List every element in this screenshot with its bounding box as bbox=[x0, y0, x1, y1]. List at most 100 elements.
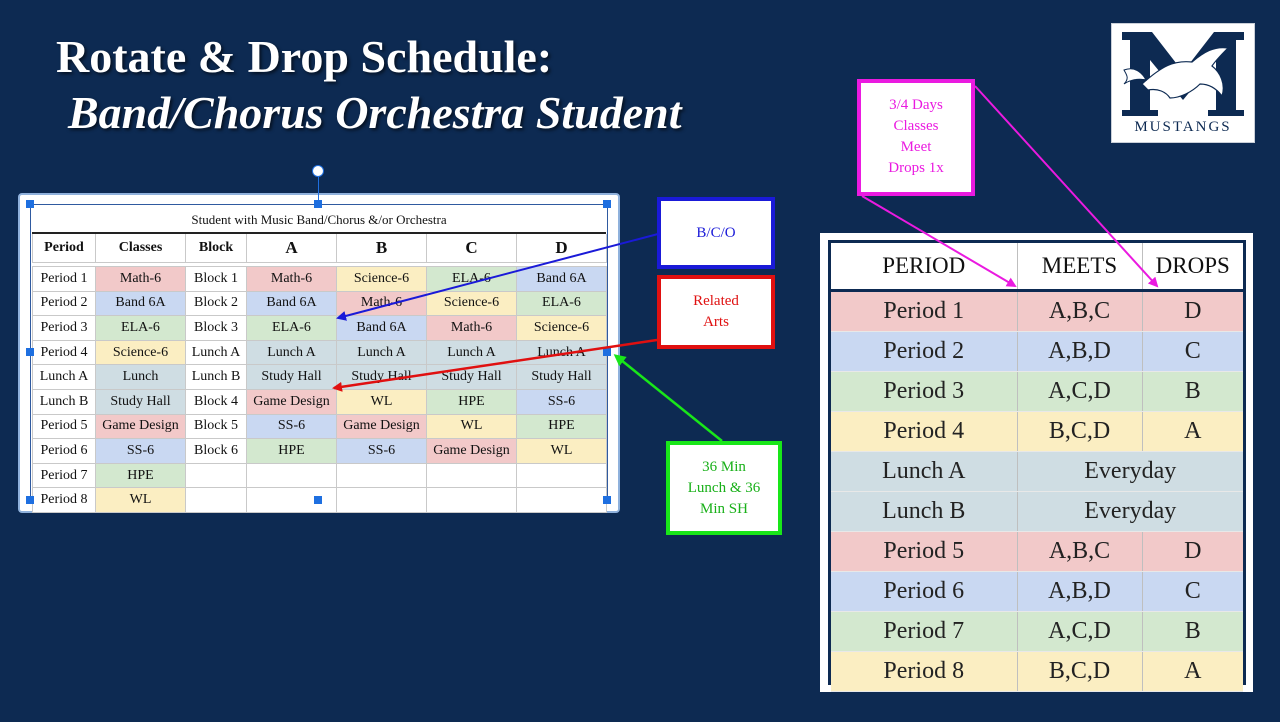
callout-lunch-line: Min SH bbox=[700, 501, 748, 517]
summary-drops: D bbox=[1142, 531, 1243, 572]
schedule-cell: ELA-6 bbox=[95, 315, 186, 341]
summary-meets: A,B,D bbox=[1017, 571, 1143, 612]
schedule-cell: Lunch A bbox=[246, 339, 337, 366]
schedule-cell: Science-6 bbox=[426, 290, 517, 317]
schedule-cell: Study Hall bbox=[95, 388, 186, 415]
summary-drops: C bbox=[1142, 331, 1243, 372]
schedule-cell: HPE bbox=[426, 388, 517, 415]
resize-handle-bottom[interactable] bbox=[314, 496, 322, 504]
schedule-cell: Study Hall bbox=[336, 364, 427, 390]
header-block: Block bbox=[185, 234, 247, 263]
callout-lunch-study-hall[interactable]: 36 Min Lunch & 36 Min SH bbox=[666, 441, 782, 535]
summary-period: Period 5 bbox=[831, 531, 1018, 572]
schedule-cell: Band 6A bbox=[246, 290, 337, 317]
schedule-cell: Block 4 bbox=[185, 388, 247, 415]
resize-handle-bottom-right[interactable] bbox=[603, 496, 611, 504]
schedule-cell: Game Design bbox=[336, 413, 427, 440]
schedule-cell: Block 2 bbox=[185, 290, 247, 317]
schedule-cell: Period 5 bbox=[32, 413, 96, 440]
callout-lunch-line: Lunch & 36 bbox=[687, 480, 761, 496]
mustangs-logo: MUSTANGS bbox=[1111, 23, 1255, 143]
schedule-cell: SS-6 bbox=[516, 388, 607, 415]
schedule-cell: Band 6A bbox=[516, 266, 607, 292]
callout-days-line: Classes bbox=[893, 118, 939, 134]
schedule-cell: Block 6 bbox=[185, 438, 247, 464]
summary-drops: C bbox=[1142, 571, 1243, 612]
schedule-cell: Band 6A bbox=[95, 290, 186, 317]
schedule-cell: Science-6 bbox=[95, 339, 186, 366]
schedule-cell bbox=[246, 487, 337, 513]
schedule-cell: Lunch bbox=[95, 364, 186, 390]
schedule-cell: SS-6 bbox=[95, 438, 186, 464]
summary-meets: Everyday bbox=[1017, 491, 1243, 532]
callout-days-meet[interactable]: 3/4 Days Classes Meet Drops 1x bbox=[857, 79, 975, 196]
header-day-c: C bbox=[426, 234, 517, 263]
schedule-cell: Period 6 bbox=[32, 438, 96, 464]
summary-period: Period 3 bbox=[831, 371, 1018, 412]
resize-handle-left[interactable] bbox=[26, 348, 34, 356]
callout-bco-text: B/C/O bbox=[696, 225, 736, 241]
resize-handle-right[interactable] bbox=[603, 348, 611, 356]
schedule-cell bbox=[426, 487, 517, 513]
schedule-cell: Period 8 bbox=[32, 487, 96, 513]
summary-period: Period 1 bbox=[831, 290, 1018, 332]
schedule-cell: Period 1 bbox=[32, 266, 96, 292]
schedule-cell: ELA-6 bbox=[516, 290, 607, 317]
schedule-cell: Study Hall bbox=[426, 364, 517, 390]
schedule-cell: WL bbox=[336, 388, 427, 415]
schedule-cell: ELA-6 bbox=[246, 315, 337, 341]
schedule-cell: HPE bbox=[95, 462, 186, 489]
schedule-cell: Band 6A bbox=[336, 315, 427, 341]
summary-drops: B bbox=[1142, 611, 1243, 652]
summary-drops: A bbox=[1142, 411, 1243, 452]
resize-handle-bottom-left[interactable] bbox=[26, 496, 34, 504]
schedule-cell: Lunch A bbox=[516, 339, 607, 366]
schedule-cell: Study Hall bbox=[246, 364, 337, 390]
summary-meets: A,B,C bbox=[1017, 290, 1143, 332]
schedule-header-row: Period Classes Block A B C D bbox=[32, 234, 607, 263]
schedule-cell bbox=[336, 487, 427, 513]
schedule-cell: WL bbox=[516, 438, 607, 464]
rotation-handle[interactable] bbox=[312, 165, 324, 177]
resize-handle-top-right[interactable] bbox=[603, 200, 611, 208]
schedule-cell: Lunch A bbox=[336, 339, 427, 366]
schedule-cell bbox=[426, 462, 517, 489]
summary-meets: A,B,D bbox=[1017, 331, 1143, 372]
header-drops: DROPS bbox=[1142, 243, 1243, 292]
callout-days-line: Drops 1x bbox=[888, 160, 944, 176]
resize-handle-top-left[interactable] bbox=[26, 200, 34, 208]
schedule-cell bbox=[185, 462, 247, 489]
schedule-cell: Math-6 bbox=[95, 266, 186, 292]
header-meets: MEETS bbox=[1017, 243, 1143, 292]
callout-days-line: Meet bbox=[900, 139, 932, 155]
schedule-cell bbox=[516, 462, 607, 489]
callout-bco[interactable]: B/C/O bbox=[657, 197, 775, 269]
schedule-cell: Lunch B bbox=[185, 364, 247, 390]
callout-related-arts-line: Related bbox=[693, 293, 739, 309]
summary-meets: A,C,D bbox=[1017, 611, 1143, 652]
summary-drops: D bbox=[1142, 290, 1243, 332]
summary-meets: A,B,C bbox=[1017, 531, 1143, 572]
schedule-cell: Period 3 bbox=[32, 315, 96, 341]
header-day-b: B bbox=[336, 234, 427, 263]
schedule-cell bbox=[246, 462, 337, 489]
resize-handle-top[interactable] bbox=[314, 200, 322, 208]
schedule-cell: Math-6 bbox=[336, 290, 427, 317]
callout-related-arts[interactable]: Related Arts bbox=[657, 275, 775, 349]
summary-period: Lunch B bbox=[831, 491, 1018, 532]
schedule-cell: HPE bbox=[516, 413, 607, 440]
